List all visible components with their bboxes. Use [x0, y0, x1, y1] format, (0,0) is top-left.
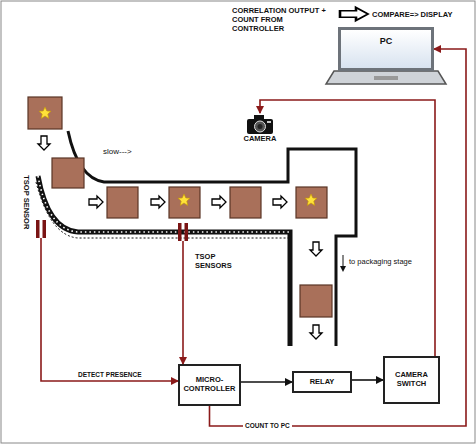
node-text: CAMERA	[232, 135, 288, 144]
signal-wire	[241, 381, 292, 383]
annotation-label: slow--->	[103, 147, 132, 157]
process-box: CAMERA SWITCH	[383, 356, 440, 404]
node-text: TSOP SENSORS	[195, 253, 249, 270]
annotation-label: COMPARE=> DISPLAY	[372, 10, 452, 19]
signal-wire	[260, 100, 435, 356]
pc-screen: PC	[338, 27, 434, 71]
signal-wire	[352, 379, 383, 381]
sensor-symbol	[33, 220, 49, 238]
wire-label: COUNT TO PC	[243, 422, 292, 430]
camera-icon	[245, 113, 275, 135]
signal-wire	[182, 241, 184, 364]
tsop-sensor: TSOP SENSOR	[33, 220, 49, 238]
node-text: RELAY	[310, 378, 335, 387]
annotation-label: to packaging stage	[349, 257, 412, 266]
wire-label: DETECT PRESENCE	[76, 371, 144, 379]
tsop-sensors: TSOP SENSORS	[175, 223, 191, 241]
annotation-label: CORRELATION OUTPUT + COUNT FROM CONTROLL…	[232, 6, 336, 33]
signal-wire	[41, 238, 178, 381]
node-text: CAMERA SWITCH	[388, 371, 435, 388]
node-text: PC	[380, 36, 393, 68]
signal-wire	[210, 49, 467, 426]
node-text: TSOP SENSOR	[22, 157, 31, 247]
process-box: MICRO-CONTROLLER	[178, 364, 241, 406]
sensor-symbol	[175, 223, 191, 241]
camera: CAMERA	[232, 113, 288, 156]
process-box: RELAY	[292, 371, 352, 393]
node-text: MICRO-CONTROLLER	[183, 376, 236, 393]
